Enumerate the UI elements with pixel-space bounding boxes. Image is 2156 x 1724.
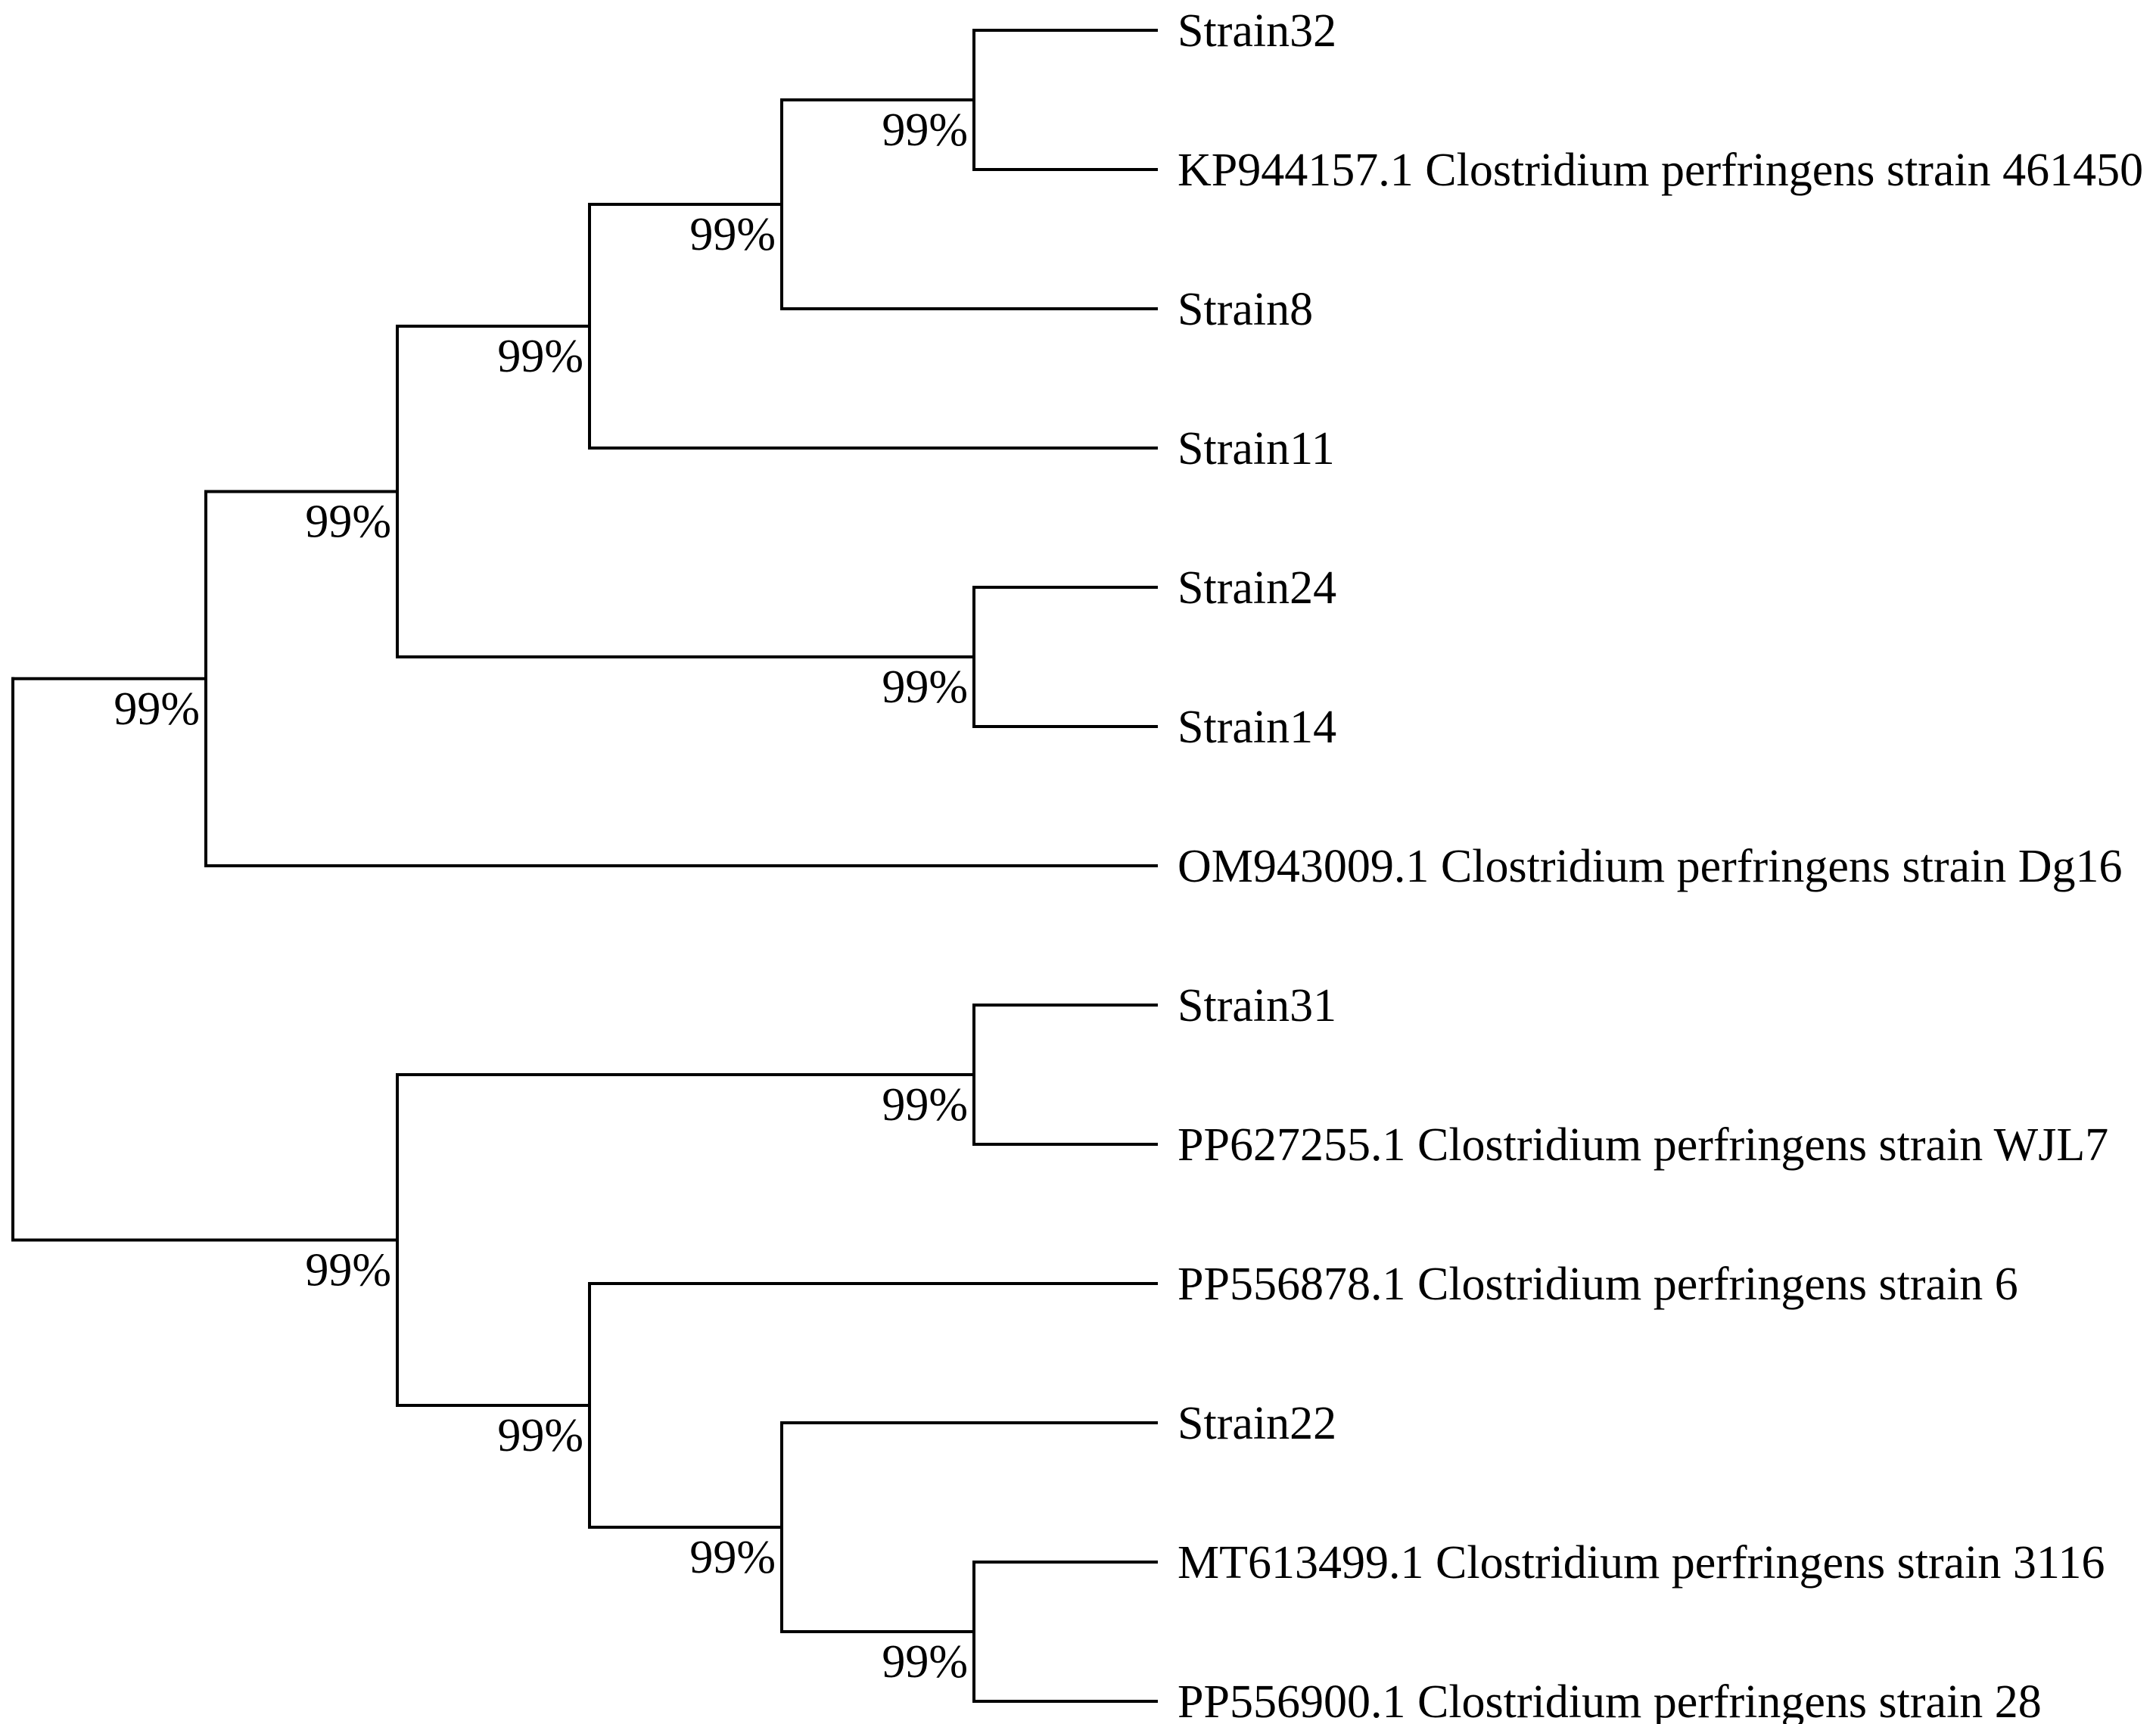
support-value-n4: 99%	[882, 661, 968, 713]
support-value-n9: 99%	[689, 1532, 776, 1583]
leaf-label-l11: Strain22	[1178, 1398, 1336, 1449]
support-value-n1: 99%	[882, 104, 968, 156]
leaf-label-l7: OM943009.1 Clostridium perfringens strai…	[1178, 841, 2123, 892]
leaf-label-l10: PP556878.1 Clostridium perfringens strai…	[1178, 1259, 2018, 1310]
support-value-n10: 99%	[497, 1410, 583, 1461]
support-value-n2: 99%	[689, 209, 776, 260]
leaf-label-l6: Strain14	[1178, 702, 1336, 753]
support-values: 99% 99% 99% 99% 99% 99% 99% 99% 99% 99% 99%	[114, 104, 968, 1688]
leaf-label-l2: KP944157.1 Clostridium perfringens strai…	[1178, 145, 2143, 196]
leaf-label-l13: PP556900.1 Clostridium perfringens strai…	[1178, 1676, 2042, 1724]
support-value-n8: 99%	[882, 1636, 968, 1688]
support-value-n11: 99%	[305, 1245, 391, 1296]
support-value-n7: 99%	[882, 1079, 968, 1131]
support-value-n6: 99%	[114, 683, 200, 735]
leaf-label-l5: Strain24	[1178, 562, 1336, 614]
leaf-label-l1: Strain32	[1178, 5, 1336, 57]
support-value-n5: 99%	[305, 496, 391, 548]
leaf-label-l4: Strain11	[1178, 423, 1335, 475]
leaf-label-l12: MT613499.1 Clostridium perfringens strai…	[1178, 1537, 2105, 1589]
support-value-n3: 99%	[497, 331, 583, 382]
tree-branches	[11, 29, 1158, 1703]
leaf-label-l3: Strain8	[1178, 284, 1313, 335]
leaf-label-l9: PP627255.1 Clostridium perfringens strai…	[1178, 1119, 2108, 1171]
leaf-label-l8: Strain31	[1178, 980, 1336, 1032]
